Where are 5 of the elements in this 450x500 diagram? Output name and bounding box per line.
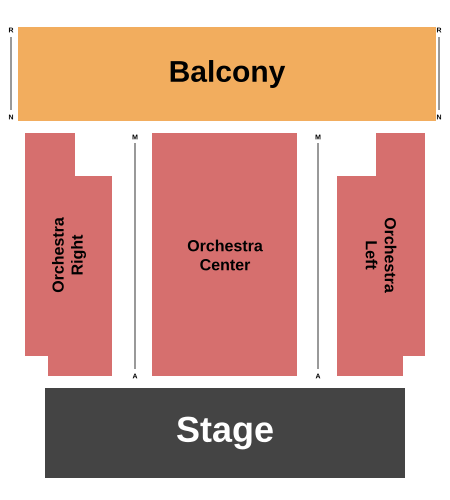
seating-section: Orchestra Left (337, 133, 425, 376)
stage: Stage (45, 388, 405, 478)
seating-section: Orchestra Right (25, 133, 112, 376)
seating-section: Balcony (18, 27, 436, 121)
seating-section: Orchestra Center (152, 133, 297, 376)
